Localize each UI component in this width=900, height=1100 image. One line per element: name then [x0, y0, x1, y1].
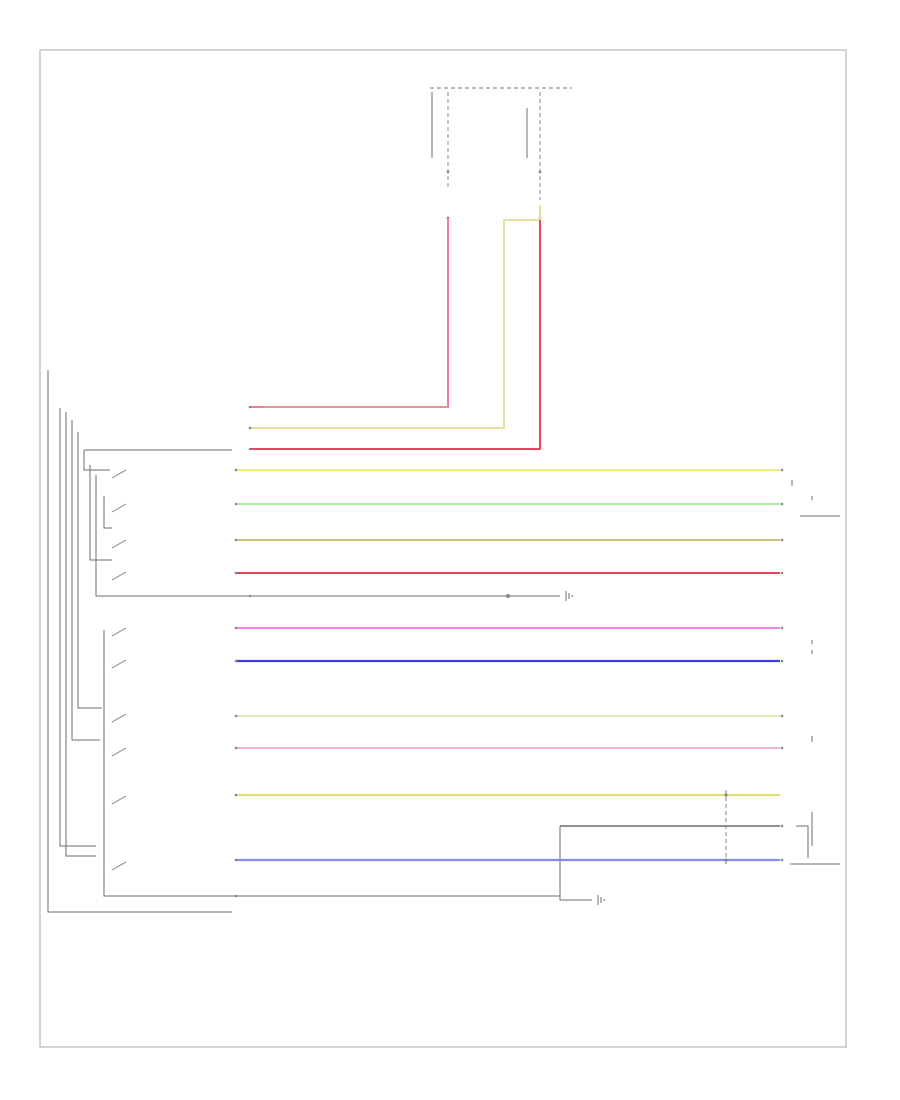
- connector-pin-icon: [446, 170, 450, 174]
- connector-pin-icon: [538, 170, 542, 174]
- connector-pin-icon: [780, 714, 784, 718]
- bus-line-1: [47, 370, 232, 913]
- connector-pin-icon: [234, 538, 238, 542]
- diagram-border: [39, 49, 847, 1048]
- connector-pin-icon: [780, 858, 784, 862]
- switch-contact-icon: [111, 861, 127, 871]
- wire-feed-pink: [250, 218, 449, 408]
- splice-dot-icon: [724, 793, 728, 797]
- switch-contact-icon: [111, 503, 127, 513]
- connector-pin-icon: [780, 626, 784, 630]
- connector-pin-icon: [234, 468, 238, 472]
- bus-line-6: [83, 450, 110, 471]
- switch-contact-icon: [111, 747, 127, 757]
- connector-pin-icon: [780, 659, 784, 663]
- switch-contact-icon: [111, 713, 127, 723]
- connector-pin-icon: [780, 502, 784, 506]
- bus-line-11: [103, 630, 560, 897]
- connector-pin-icon: [234, 502, 238, 506]
- connector-pin-icon: [780, 571, 784, 575]
- switch-contact-icon: [111, 571, 127, 581]
- ground-icon: [565, 591, 573, 601]
- connector-pin-icon: [248, 405, 252, 409]
- switch-contact-icon: [111, 539, 127, 549]
- component-outline-lower: [790, 736, 840, 865]
- bus-line-2: [59, 408, 96, 847]
- connector-pin-icon: [234, 571, 238, 575]
- bus-line-9: [95, 475, 545, 597]
- connector-pin-icon: [234, 659, 238, 663]
- connector-pin-icon: [234, 894, 238, 898]
- connector-pin-icon: [780, 468, 784, 472]
- ground-symbols: [506, 591, 728, 905]
- bus-line-8: [89, 465, 112, 561]
- bus-line-4: [71, 420, 100, 741]
- left-bus-lines: [47, 370, 592, 913]
- connector-pin-icon: [234, 858, 238, 862]
- top-fuse-section: [430, 87, 572, 220]
- connector-pin-icon: [780, 746, 784, 750]
- switch-contacts: [111, 469, 127, 871]
- circuit-wires: [236, 469, 780, 866]
- bus-line-5: [77, 432, 102, 709]
- wire-feed-light-yellow: [250, 205, 541, 429]
- connector-pin-icon: [780, 538, 784, 542]
- connector-pin-icon: [234, 626, 238, 630]
- switch-contact-icon: [111, 469, 127, 479]
- splice-dot-icon: [506, 594, 510, 598]
- component-outline-upper: [791, 480, 840, 517]
- switch-contact-icon: [111, 627, 127, 637]
- splice-dot-icon: [724, 858, 728, 862]
- connector-pin-icon: [234, 714, 238, 718]
- connector-pin-icon: [248, 447, 252, 451]
- connector-pin-icon: [248, 594, 252, 598]
- ground-icon: [597, 895, 605, 905]
- switch-contact-icon: [111, 659, 127, 669]
- bus-line-3: [65, 412, 96, 857]
- connector-pin-icon: [234, 793, 238, 797]
- feed-wires: [250, 205, 541, 450]
- connector-pin-icon: [780, 824, 784, 828]
- connector-pin-icon: [234, 746, 238, 750]
- bus-line-10: [103, 496, 112, 529]
- ground-lead-2: [559, 826, 592, 901]
- right-components: [790, 480, 840, 865]
- connector-pins: [234, 405, 784, 898]
- component-bracket-right: [796, 825, 809, 858]
- wire-feed-red: [250, 220, 541, 450]
- switch-contact-icon: [111, 795, 127, 805]
- connector-pin-icon: [248, 426, 252, 430]
